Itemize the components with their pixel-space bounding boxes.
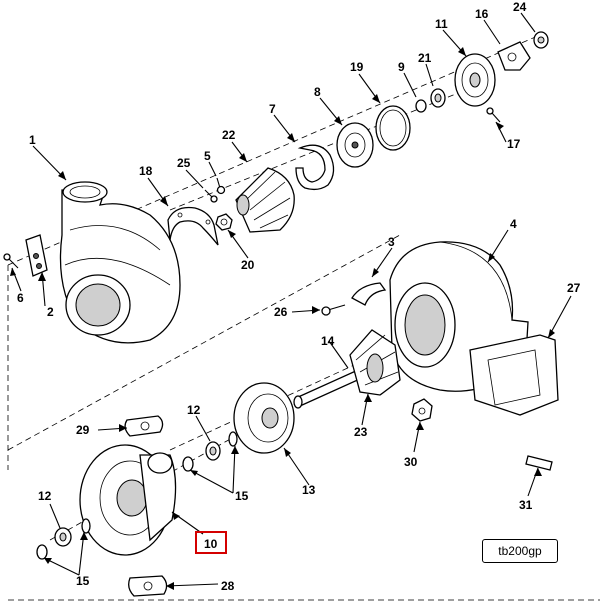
callout-10: 10	[204, 537, 218, 551]
snap-rings-lower-part-15	[36, 518, 91, 560]
callout-27: 27	[567, 281, 581, 295]
callout-9: 9	[398, 60, 405, 74]
gasket-part-27	[469, 334, 559, 416]
fitting-part-24	[533, 31, 549, 49]
highlight-box-callout-10	[195, 531, 227, 554]
bearing-upper-part-12	[205, 441, 221, 461]
callout-28: 28	[221, 579, 235, 593]
gasket-part-28	[128, 575, 168, 597]
o-ring-part-19	[375, 105, 411, 151]
callout-13: 13	[302, 483, 316, 497]
bearing-lower-part-12	[54, 527, 72, 547]
callout-3: 3	[388, 235, 395, 249]
callout-17: 17	[507, 137, 521, 151]
callout-31: 31	[519, 498, 533, 512]
clamp-part-3	[351, 282, 387, 306]
callout-labels: 1 2 6 18 25 5 22 20 7 8 19 9 21 11 16 24…	[17, 0, 581, 593]
callout-29: 29	[76, 423, 90, 437]
callout-12-lower: 12	[38, 489, 52, 503]
callout-12-upper: 12	[187, 403, 201, 417]
callout-15-lower: 15	[76, 574, 90, 588]
leader-arrowheads	[10, 47, 555, 590]
figure-code-label: tb200gp	[482, 539, 558, 563]
callout-11: 11	[435, 17, 448, 31]
callout-14: 14	[321, 334, 335, 348]
gasket-part-29	[124, 415, 164, 437]
callout-8: 8	[314, 85, 321, 99]
callout-6: 6	[17, 291, 24, 305]
stud-part-31	[525, 455, 553, 471]
bracket-part-2	[25, 234, 48, 277]
nut-part-30	[411, 398, 433, 422]
washer-part-9	[415, 99, 427, 113]
callout-15-upper: 15	[235, 489, 249, 503]
callout-26: 26	[274, 305, 288, 319]
callout-22: 22	[222, 128, 236, 142]
retaining-ring-part-7	[295, 144, 335, 191]
callout-20: 20	[241, 258, 255, 272]
callout-19: 19	[350, 60, 364, 74]
callout-2: 2	[47, 305, 54, 319]
callout-7: 7	[269, 102, 276, 116]
plate-part-16	[497, 41, 531, 71]
callout-18: 18	[139, 164, 153, 178]
shaft-and-wheel-part-23	[293, 329, 401, 409]
screw-part-5	[216, 177, 226, 195]
thrust-plate-part-11	[454, 53, 496, 107]
compressor-wheel-part-22	[235, 167, 295, 233]
sleeve-part-21	[430, 88, 446, 108]
callout-25: 25	[177, 156, 191, 170]
assembly-guide-lines	[7, 34, 600, 601]
callout-1: 1	[29, 133, 36, 147]
screw-part-25	[204, 189, 218, 203]
callout-21: 21	[418, 51, 432, 65]
snap-rings-upper-part-15	[182, 431, 238, 472]
screw-part-6	[3, 253, 19, 269]
insert-part-8	[336, 122, 374, 168]
callout-4: 4	[510, 217, 517, 231]
callout-16: 16	[475, 7, 489, 21]
callout-30: 30	[404, 455, 418, 469]
snap-ring-part-18	[167, 206, 219, 246]
seal-plate-part-13	[233, 382, 295, 454]
callout-23: 23	[354, 425, 368, 439]
callout-5: 5	[204, 149, 211, 163]
screw-part-17	[486, 107, 501, 123]
compressor-housing	[59, 181, 181, 344]
callout-24: 24	[513, 0, 527, 14]
nut-part-20	[215, 213, 233, 231]
center-housing-part-10	[79, 444, 177, 556]
screw-part-26	[321, 304, 346, 316]
